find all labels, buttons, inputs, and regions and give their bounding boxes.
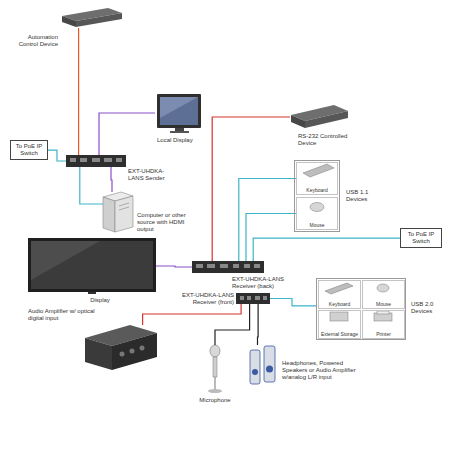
keyboard-cell: Keyboard <box>318 280 361 309</box>
computer-source: Computer or other source with HDMI outpu… <box>103 192 133 232</box>
usb20-group: USB 2.0 DevicesKeyboardMouseExternal Sto… <box>316 278 406 340</box>
receiver-back <box>192 261 264 273</box>
box-text: To PoE IP Switch <box>13 143 45 157</box>
cable-line <box>99 113 155 155</box>
cable-line <box>270 299 316 306</box>
usb11-group: USB 1.1 DevicesKeyboardMouse <box>294 160 340 232</box>
device-label: EXT-UHDKA-LANS Sender <box>128 168 178 182</box>
automation-device <box>62 8 122 27</box>
device-label: RS-232 Controlled Device <box>298 133 358 147</box>
box-text: Printer <box>364 331 403 337</box>
box-text: Mouse <box>298 222 336 228</box>
speakers <box>250 346 275 384</box>
device-label: Audio Amplifier w/ optical digital input <box>28 308 108 322</box>
cable-line <box>80 167 103 204</box>
poe-switch-box: To PoE IP Switch <box>10 140 48 160</box>
cable-line <box>78 28 79 155</box>
device-label: Computer or other source with HDMI outpu… <box>137 212 197 234</box>
rs232-device <box>291 105 348 128</box>
cable-line <box>215 304 250 345</box>
receiver-front <box>236 293 270 304</box>
rs232-device: RS-232 Controlled Device <box>290 105 348 129</box>
cable-line <box>239 179 296 262</box>
device-label: EXT-UHDKA-LANS Receiver (back) <box>232 276 302 290</box>
cable-line <box>253 238 400 261</box>
receiver-back: EXT-UHDKA-LANS Receiver (back) <box>192 261 264 273</box>
sender-unit <box>66 155 126 167</box>
audio-amplifier <box>85 325 157 370</box>
microphone: Microphone <box>208 345 222 393</box>
local-monitor <box>157 94 201 133</box>
speakers: Headphones, Powered Speakers or Audio Am… <box>250 345 275 385</box>
cable-line <box>111 167 112 192</box>
device-label: EXT-UHDKA-LANS Receiver (front) <box>176 292 234 306</box>
device-label: USB 1.1 Devices <box>346 189 386 203</box>
device-label: Headphones, Powered Speakers or Audio Am… <box>282 360 362 382</box>
keyboard-cell: Keyboard <box>296 162 338 195</box>
cable-line <box>48 150 66 161</box>
box-text: Keyboard <box>298 187 336 193</box>
microphone <box>208 345 222 393</box>
device-label: Local Display <box>157 137 207 144</box>
cable-line <box>257 304 259 345</box>
device-label: Microphone <box>190 397 240 404</box>
cable-line <box>143 304 242 325</box>
mouse-cell: Mouse <box>362 280 405 309</box>
mouse-cell: Mouse <box>296 197 338 230</box>
storage-cell: External Storage <box>318 310 361 339</box>
device-label: Display <box>80 297 120 304</box>
device-label: USB 2.0 Devices <box>411 301 447 315</box>
cable-line <box>156 266 192 267</box>
poe-switch-box: To PoE IP Switch <box>400 228 442 248</box>
display-tv: Display <box>28 238 156 294</box>
computer-tower <box>103 192 133 232</box>
box-text: Mouse <box>364 301 403 307</box>
receiver-front: EXT-UHDKA-LANS Receiver (front) <box>236 293 270 304</box>
cable-line <box>212 117 290 261</box>
audio-amplifier: Audio Amplifier w/ optical digital input <box>85 325 157 370</box>
automation-device: Automation Control Device <box>60 8 122 28</box>
printer-cell: Printer <box>362 310 405 339</box>
device-label: Automation Control Device <box>8 34 58 48</box>
box-text: Keyboard <box>320 301 359 307</box>
box-text: External Storage <box>320 331 359 337</box>
sender-unit: EXT-UHDKA-LANS Sender <box>66 155 126 167</box>
box-text: To PoE IP Switch <box>403 231 439 245</box>
display-tv <box>28 238 156 294</box>
local-monitor: Local Display <box>155 93 202 133</box>
